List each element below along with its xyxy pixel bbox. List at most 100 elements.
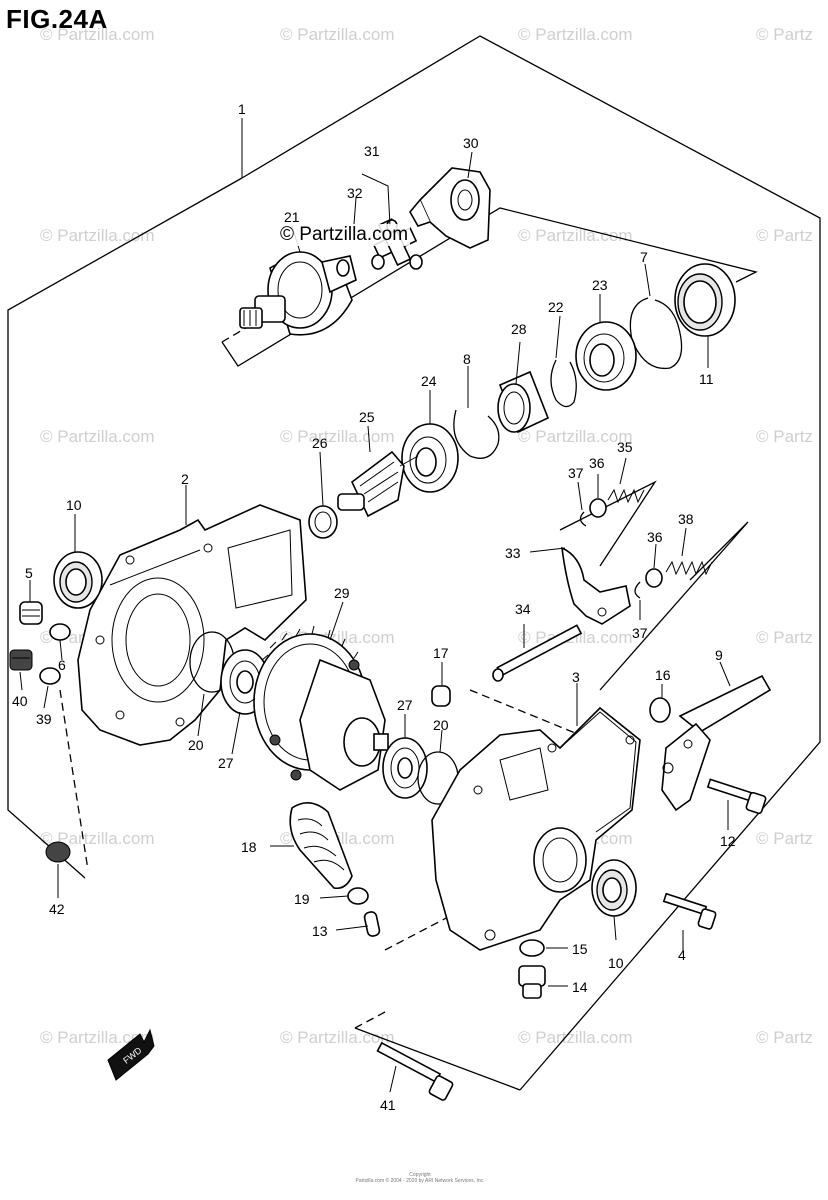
watermark: © Partzilla.com <box>40 829 155 848</box>
part-16-nut <box>649 697 671 723</box>
copyright-notice: Copyright Partzilla.com © 2004 - 2020 by… <box>300 1172 540 1184</box>
watermark: © Partzilla.com <box>40 427 155 446</box>
callout-19: 19 <box>294 891 310 907</box>
watermark-cut: © Partz <box>756 628 813 647</box>
callout-3: 3 <box>572 669 580 685</box>
callout-10-right: 10 <box>608 955 624 971</box>
figure-title: FIG.24A <box>6 4 108 34</box>
callout-38: 38 <box>678 511 694 527</box>
part-21-output-shaft <box>239 251 357 336</box>
callout-39: 39 <box>36 711 52 727</box>
part-7-circlip <box>629 297 683 370</box>
assembly-frame <box>241 35 821 1091</box>
assembly-frame-dash <box>354 1011 386 1029</box>
callout-22: 22 <box>548 299 564 315</box>
watermark: © Partzilla.com <box>518 226 633 245</box>
callout-4: 4 <box>678 947 686 963</box>
part-40-plug <box>9 649 33 671</box>
part-38-spring <box>665 560 713 576</box>
fork-frame-dash <box>469 689 581 736</box>
callout-12: 12 <box>720 833 736 849</box>
callout-21: 21 <box>284 209 300 225</box>
part-28-bushing <box>497 370 550 434</box>
part-17-dowel <box>431 685 451 707</box>
callout-20-left: 20 <box>188 737 204 753</box>
callout-27-right: 27 <box>397 697 413 713</box>
watermark: © Partzilla.com <box>518 25 633 44</box>
part-23-bearing <box>575 321 637 391</box>
callout-15: 15 <box>572 941 588 957</box>
callout-31: 31 <box>364 143 380 159</box>
callout-26: 26 <box>312 435 328 451</box>
callout-27-left: 27 <box>218 755 234 771</box>
callout-7: 7 <box>640 249 648 265</box>
callout-37-upper: 37 <box>568 465 584 481</box>
part-6-washer <box>49 623 71 641</box>
callout-20-right: 20 <box>433 717 449 733</box>
callout-2: 2 <box>181 471 189 487</box>
part-36-washer-lower <box>645 568 663 588</box>
callout-23: 23 <box>592 277 608 293</box>
part-37-clip-lower <box>634 581 641 599</box>
callout-14: 14 <box>572 979 588 995</box>
copyright-line-1: Copyright <box>409 1172 431 1178</box>
part-36-washer-upper <box>589 498 607 518</box>
copyright-line-2: Partzilla.com © 2004 - 2020 by ARI Netwo… <box>355 1178 485 1184</box>
watermark-cut: © Partz <box>756 25 813 44</box>
callout-37-lower: 37 <box>632 625 648 641</box>
callout-25: 25 <box>359 409 375 425</box>
part-33-shift-fork <box>561 546 631 625</box>
leader-dash <box>59 689 89 871</box>
callout-8: 8 <box>463 351 471 367</box>
part-35-spring <box>607 488 645 504</box>
callout-24: 24 <box>421 373 437 389</box>
callout-34: 34 <box>515 601 531 617</box>
callout-10-left: 10 <box>66 497 82 513</box>
watermark: © Partzilla.com <box>280 427 395 446</box>
part-41-bolt <box>376 1041 454 1101</box>
part-24-bearing <box>401 423 459 493</box>
watermark-cut: © Partz <box>756 226 813 245</box>
callout-32: 32 <box>347 185 363 201</box>
callout-13: 13 <box>312 923 328 939</box>
part-8-circlip <box>453 409 500 459</box>
watermark-highlight: © Partzilla.com <box>278 224 411 246</box>
callout-16: 16 <box>655 667 671 683</box>
part-4-bolt <box>662 892 717 930</box>
part-5-plug <box>19 601 43 625</box>
part-25-pinion-gear <box>337 450 419 518</box>
callout-35: 35 <box>617 439 633 455</box>
fork-frame <box>559 480 657 567</box>
watermark-cut: © Partz <box>756 427 813 446</box>
part-9-bracket <box>661 674 772 812</box>
watermark: © Partzilla.com <box>518 1028 633 1047</box>
part-14-drain-plug <box>518 965 546 999</box>
callout-36-upper: 36 <box>589 455 605 471</box>
part-39-washer <box>39 667 61 685</box>
callout-6: 6 <box>58 657 66 673</box>
part-2-gear-case <box>77 504 307 746</box>
part-19-clamp <box>347 887 369 905</box>
callout-11: 11 <box>699 371 714 387</box>
part-26-needle-bearing <box>308 505 338 539</box>
callout-17: 17 <box>433 645 449 661</box>
part-34-shift-shaft <box>492 624 583 682</box>
leader-lines <box>19 118 731 1093</box>
callout-41: 41 <box>380 1097 396 1113</box>
watermark-cut: © Partz <box>756 1028 813 1047</box>
part-10-oil-seal-right <box>591 859 637 917</box>
callout-42: 42 <box>49 901 65 917</box>
callout-40: 40 <box>12 693 28 709</box>
part-12-bolt <box>706 778 767 815</box>
callout-33: 33 <box>505 545 521 561</box>
part-22-circlip <box>550 359 577 408</box>
callout-30: 30 <box>463 135 479 151</box>
fork-frame <box>599 521 749 691</box>
watermark: © Partzilla.com <box>40 226 155 245</box>
watermark: © Partzilla.com <box>40 25 155 44</box>
callout-36-lower: 36 <box>647 529 663 545</box>
part-11-oil-seal <box>674 263 736 337</box>
part-15-washer <box>519 939 545 957</box>
